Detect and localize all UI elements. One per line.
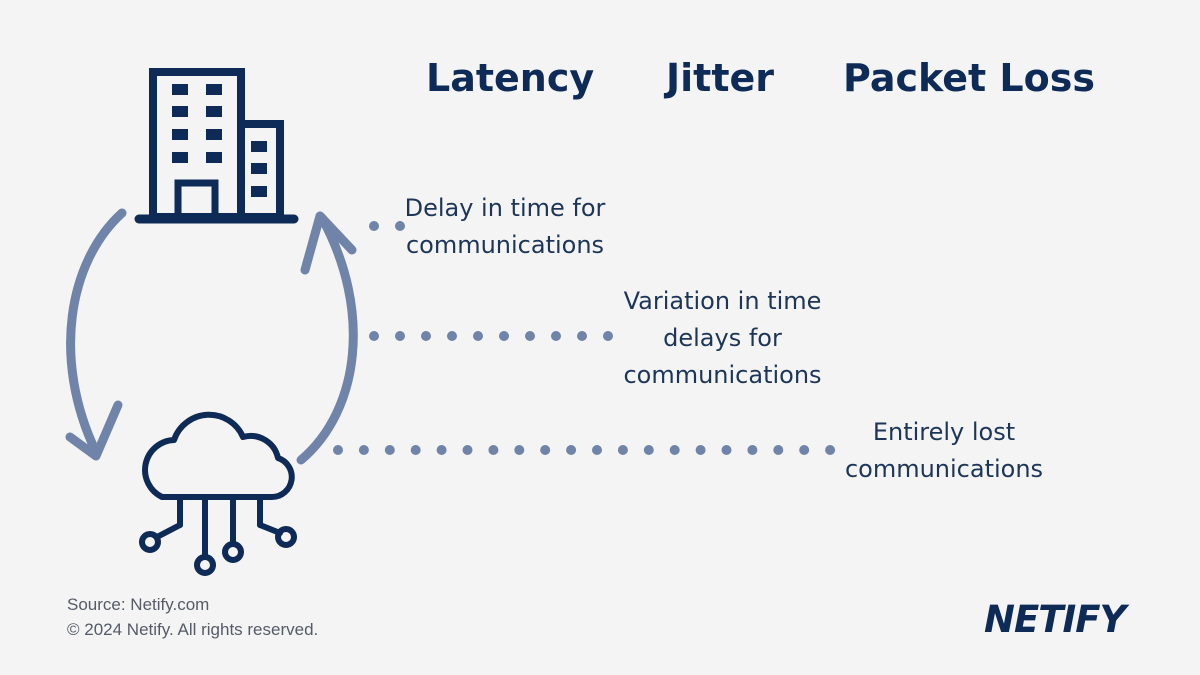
connector-dot xyxy=(358,445,369,455)
packet-loss-description-line: Entirely lost xyxy=(872,418,1016,446)
connector-dot xyxy=(447,331,457,341)
connector-dot xyxy=(462,445,473,455)
building-icon xyxy=(134,68,299,224)
jitter-connector xyxy=(369,331,613,341)
packet-loss-description: Entirely lost communications xyxy=(830,414,1058,488)
copyright-text: © 2024 Netify. All rights reserved. xyxy=(67,620,319,639)
heading-packet-loss: Packet Loss xyxy=(843,56,1095,100)
connector-dot xyxy=(473,331,483,341)
latency-description-line: Delay in time for xyxy=(404,194,606,222)
connector-dot xyxy=(410,445,421,455)
latency-connector xyxy=(369,221,405,231)
connector-dot xyxy=(577,331,587,341)
down-arrow-icon xyxy=(65,208,127,461)
heading-latency: Latency xyxy=(426,56,595,100)
source-text: Source: Netify.com xyxy=(67,595,210,614)
connector-dot xyxy=(525,331,535,341)
connector-dot xyxy=(384,445,395,455)
connector-dot xyxy=(566,445,577,455)
jitter-description-line: Variation in time xyxy=(623,287,822,315)
connector-dot xyxy=(592,445,602,455)
netify-logo: NETIFY xyxy=(984,598,1126,641)
connector-dot xyxy=(369,331,379,341)
connector-dot xyxy=(514,445,525,455)
connector-dot xyxy=(643,445,654,455)
connector-dot xyxy=(436,445,447,455)
connector-dot xyxy=(488,445,499,455)
connector-dot xyxy=(799,445,810,455)
connector-dot xyxy=(721,445,732,455)
connector-dot xyxy=(499,331,509,341)
connector-dot xyxy=(617,445,628,455)
connector-dot xyxy=(421,331,431,341)
jitter-description-line: communications xyxy=(623,361,822,389)
latency-description: Delay in time for communications xyxy=(400,190,610,264)
connector-dot xyxy=(747,445,758,455)
connector-dot xyxy=(773,445,784,455)
connector-dot xyxy=(395,331,405,341)
connector-dot xyxy=(540,445,551,455)
packet-loss-description-line: communications xyxy=(844,455,1044,483)
connector-dot xyxy=(333,445,343,455)
latency-description-line: communications xyxy=(405,231,605,259)
jitter-description-line: delays for xyxy=(663,324,782,352)
up-arrow-icon xyxy=(296,211,358,465)
jitter-description: Variation in time delays for communicati… xyxy=(605,283,840,394)
cloud-network-icon xyxy=(139,411,297,576)
connector-dot xyxy=(695,445,706,455)
heading-jitter: Jitter xyxy=(666,56,775,100)
connector-dot xyxy=(551,331,561,341)
connector-dot xyxy=(603,331,613,341)
connector-dot xyxy=(669,445,680,455)
packet-loss-connector xyxy=(333,445,836,455)
connector-dot xyxy=(825,445,836,455)
